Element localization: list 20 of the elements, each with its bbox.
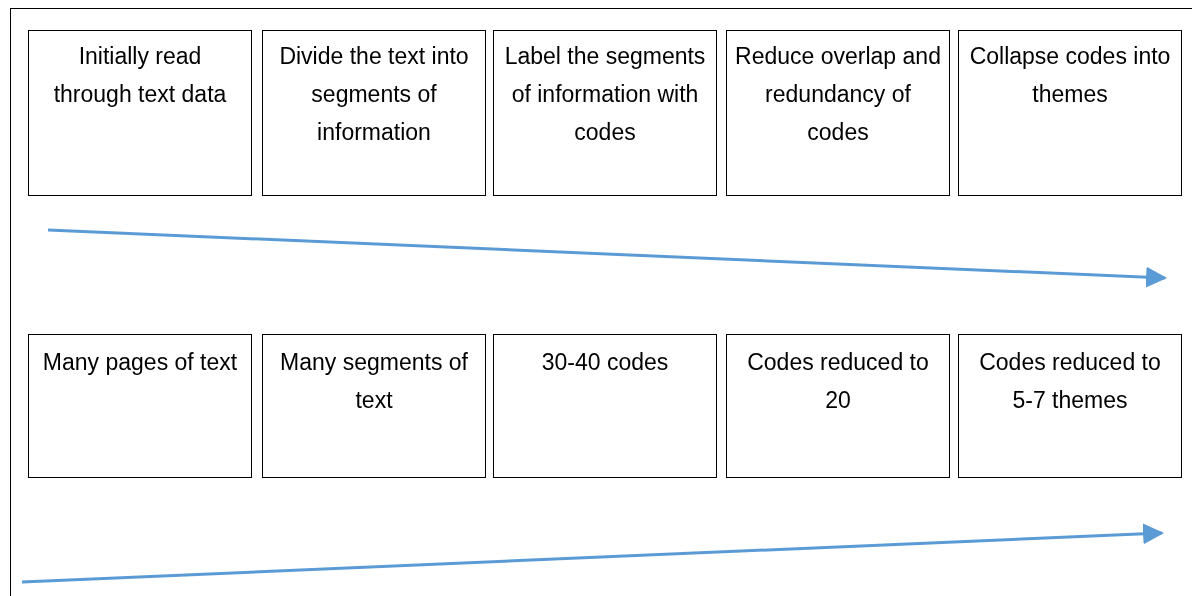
step-text: Reduce overlap and redundancy of codes: [735, 42, 941, 147]
process-box: [262, 334, 486, 478]
process-box: [726, 30, 950, 196]
process-box: [28, 30, 252, 196]
process-box: [28, 334, 252, 478]
process-box: [493, 30, 717, 196]
step-text: 30-40 codes: [541, 348, 669, 377]
step-text: Many segments of text: [279, 348, 469, 415]
process-box: [726, 334, 950, 478]
step-text: Collapse codes into themes: [968, 42, 1172, 109]
step-text: Divide the text into segments of information: [278, 42, 470, 147]
step-text: Label the segments of information with codes: [503, 42, 707, 147]
process-box: [958, 334, 1182, 478]
step-text: Codes reduced to 20: [746, 348, 930, 415]
process-box: [262, 30, 486, 196]
process-box: [958, 30, 1182, 196]
step-text: Initially read through text data: [52, 42, 228, 109]
process-box: [493, 334, 717, 478]
step-text: Many pages of text: [42, 348, 238, 377]
step-text: Codes reduced to 5-7 themes: [978, 348, 1162, 415]
